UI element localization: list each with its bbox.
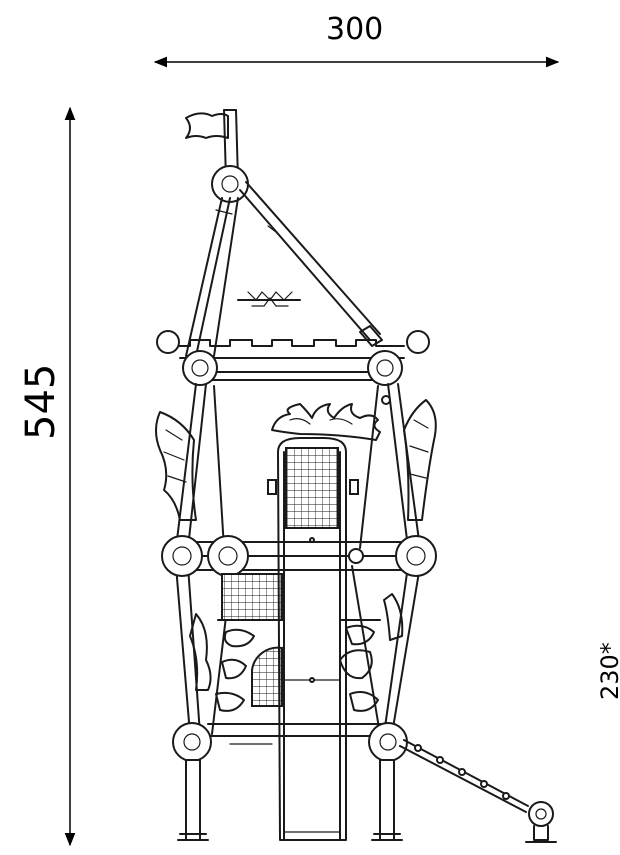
side-ornament-left (155, 411, 212, 691)
central-slide (267, 437, 359, 841)
side-ornament-right (383, 399, 437, 641)
roof-crenellation (177, 339, 405, 381)
rope-anchor (399, 739, 557, 843)
climbing-wall (207, 619, 391, 745)
flame-ornament (271, 395, 391, 441)
side-dimension-label: 230* (596, 642, 620, 700)
lower-joints (172, 722, 408, 762)
hook-bar (237, 291, 301, 307)
net-panel-left (221, 573, 283, 621)
width-dimension-label: 300 (326, 12, 384, 47)
net-panel-center (251, 646, 283, 707)
rigging-frame (185, 181, 383, 357)
middle-joints (161, 535, 437, 577)
support-legs (177, 759, 403, 841)
top-joint (211, 165, 249, 203)
height-dimension-label: 545 (18, 363, 64, 440)
roof-joints (156, 330, 430, 386)
